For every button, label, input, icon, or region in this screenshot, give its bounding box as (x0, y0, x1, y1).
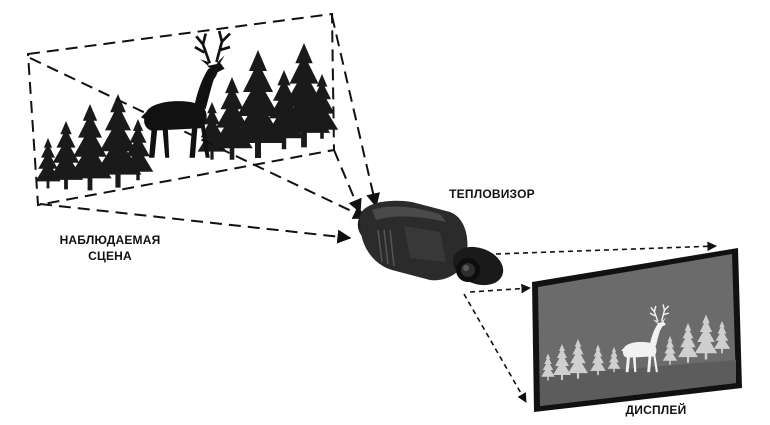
eyecup-icon (452, 246, 504, 286)
thermal-imager-icon (357, 200, 504, 286)
observed-scene-label: НАБЛЮДАЕМАЯ СЦЕНА (40, 232, 180, 264)
observed-scene-label-line1: НАБЛЮДАЕМАЯ (59, 233, 161, 247)
display-screen (532, 248, 742, 412)
thermal-imager-label: ТЕПЛОВИЗОР (449, 187, 535, 201)
observed-scene-label-line2: СЦЕНА (88, 249, 132, 263)
display-label: ДИСПЛЕЙ (625, 403, 687, 417)
imager-to-display-rays (463, 241, 717, 403)
observed-scene (26, 12, 339, 207)
scene-to-imager-rays (29, 15, 380, 244)
